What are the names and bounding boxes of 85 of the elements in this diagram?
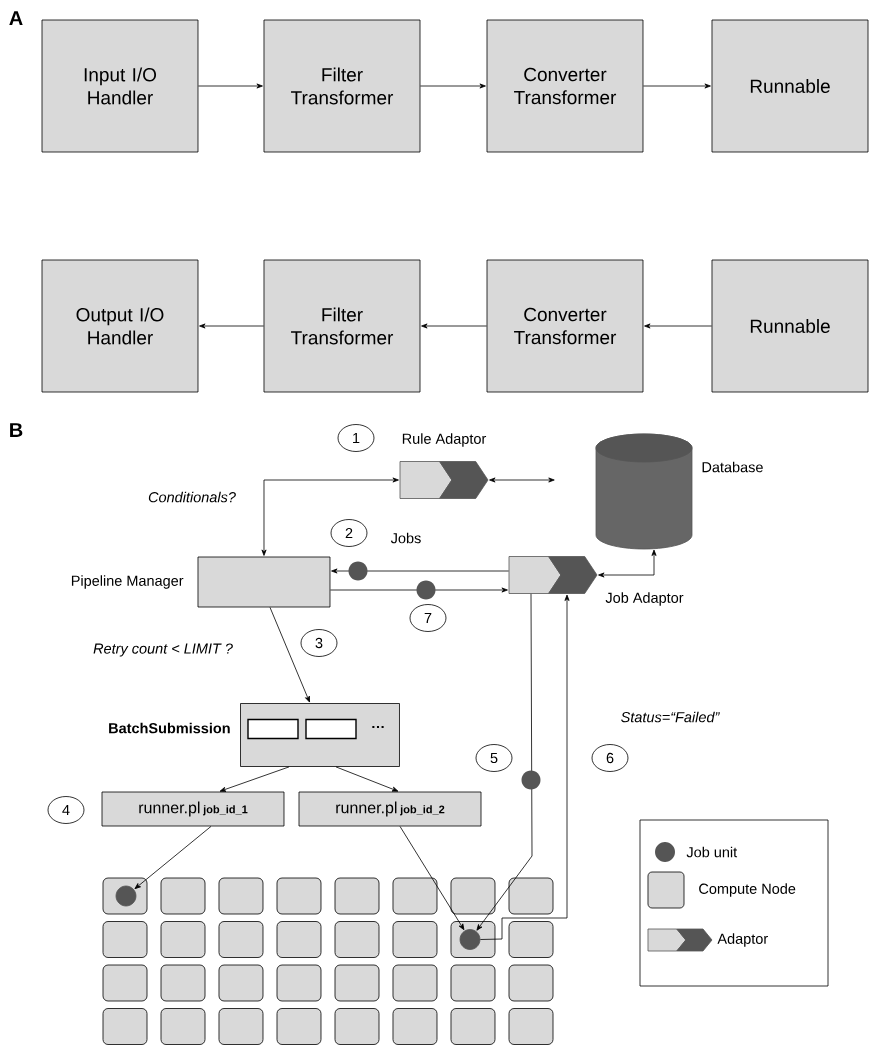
annotation-text: Conditionals? <box>148 491 236 503</box>
arrow <box>644 323 712 329</box>
scheduler-box <box>305 718 357 740</box>
arrow <box>420 83 486 89</box>
runner-box: runner.pl job_id_1 <box>101 791 285 827</box>
runner-box: runner.pl job_id_2 <box>298 791 482 827</box>
annotation-text: Retry count < LIMIT ? <box>93 643 233 657</box>
compute-node <box>450 1008 496 1045</box>
arrow <box>480 594 570 940</box>
node-label: Database <box>702 461 763 473</box>
legend-text: Job unit <box>686 846 738 858</box>
compute-node <box>508 964 554 1002</box>
callout-number: 7 <box>409 604 447 632</box>
job-unit-dot <box>115 885 137 907</box>
legend-text: Compute Node <box>699 883 796 897</box>
arrow <box>219 766 290 792</box>
database-cylinder: Database <box>595 433 763 550</box>
annotation-text: Jobs <box>390 532 421 544</box>
arrow <box>335 766 399 792</box>
panel-label: A <box>9 11 23 25</box>
compute-node <box>218 921 264 958</box>
compute-node <box>160 1008 206 1045</box>
annotation-text: Status=“Failed” <box>621 711 720 723</box>
arrow <box>476 593 533 931</box>
compute-node <box>276 877 322 915</box>
process-box: Converter Transformer <box>486 19 644 153</box>
compute-node <box>102 921 148 958</box>
arrow <box>421 323 487 329</box>
compute-node <box>102 964 148 1002</box>
callout-number: 6 <box>591 744 629 772</box>
scheduler-box <box>247 718 299 740</box>
compute-node <box>450 877 496 915</box>
compute-node <box>392 921 438 958</box>
compute-node <box>276 921 322 958</box>
panel-label: B <box>10 423 23 437</box>
compute-node <box>392 1008 438 1045</box>
compute-node <box>276 964 322 1002</box>
compute-node <box>160 877 206 915</box>
compute-node <box>218 964 264 1002</box>
arrow <box>198 83 263 89</box>
compute-node <box>334 1008 380 1045</box>
compute-node <box>218 1008 264 1045</box>
process-box: Filter Transformer <box>263 19 421 153</box>
compute-node <box>508 921 554 958</box>
callout-number: 2 <box>330 519 368 547</box>
compute-node <box>160 921 206 958</box>
process-box: Output I/O Handler <box>41 259 199 393</box>
process-box: Input I/O Handler <box>41 19 199 153</box>
callout-number: 5 <box>475 744 513 772</box>
compute-node <box>334 964 380 1002</box>
arrow <box>643 83 711 89</box>
process-box: Converter Transformer <box>486 259 644 393</box>
compute-node <box>334 921 380 958</box>
compute-node <box>392 877 438 915</box>
arrow <box>330 587 508 593</box>
compute-node <box>450 964 496 1002</box>
compute-node <box>102 1008 148 1045</box>
compute-node <box>218 877 264 915</box>
node-label: Job Adaptor <box>605 592 684 606</box>
process-box: Runnable <box>711 259 869 393</box>
compute-node <box>334 877 380 915</box>
job-unit-dot <box>459 929 481 950</box>
process-box: Runnable <box>711 19 869 153</box>
arrow <box>199 323 264 329</box>
compute-node <box>508 1008 554 1045</box>
callout-number: 1 <box>337 424 375 452</box>
manager-box: Pipeline Manager <box>71 556 331 608</box>
arrow <box>331 568 509 574</box>
compute-node <box>276 1008 322 1045</box>
process-box: Filter Transformer <box>263 259 421 393</box>
compute-node <box>392 964 438 1002</box>
node-label: Rule Adaptor <box>402 433 487 447</box>
legend-text: Adaptor <box>717 933 768 947</box>
arrow <box>598 549 657 578</box>
callout-number: 3 <box>300 629 338 657</box>
arrow <box>261 477 399 556</box>
compute-node <box>508 877 554 915</box>
node-label: BatchSubmission <box>109 722 230 734</box>
compute-node <box>160 964 206 1002</box>
callout-number: 4 <box>47 796 85 824</box>
arrow <box>399 826 465 931</box>
arrow <box>489 477 555 483</box>
arrow <box>269 607 310 703</box>
node-label: Pipeline Manager <box>71 575 184 589</box>
arrow <box>134 826 212 890</box>
